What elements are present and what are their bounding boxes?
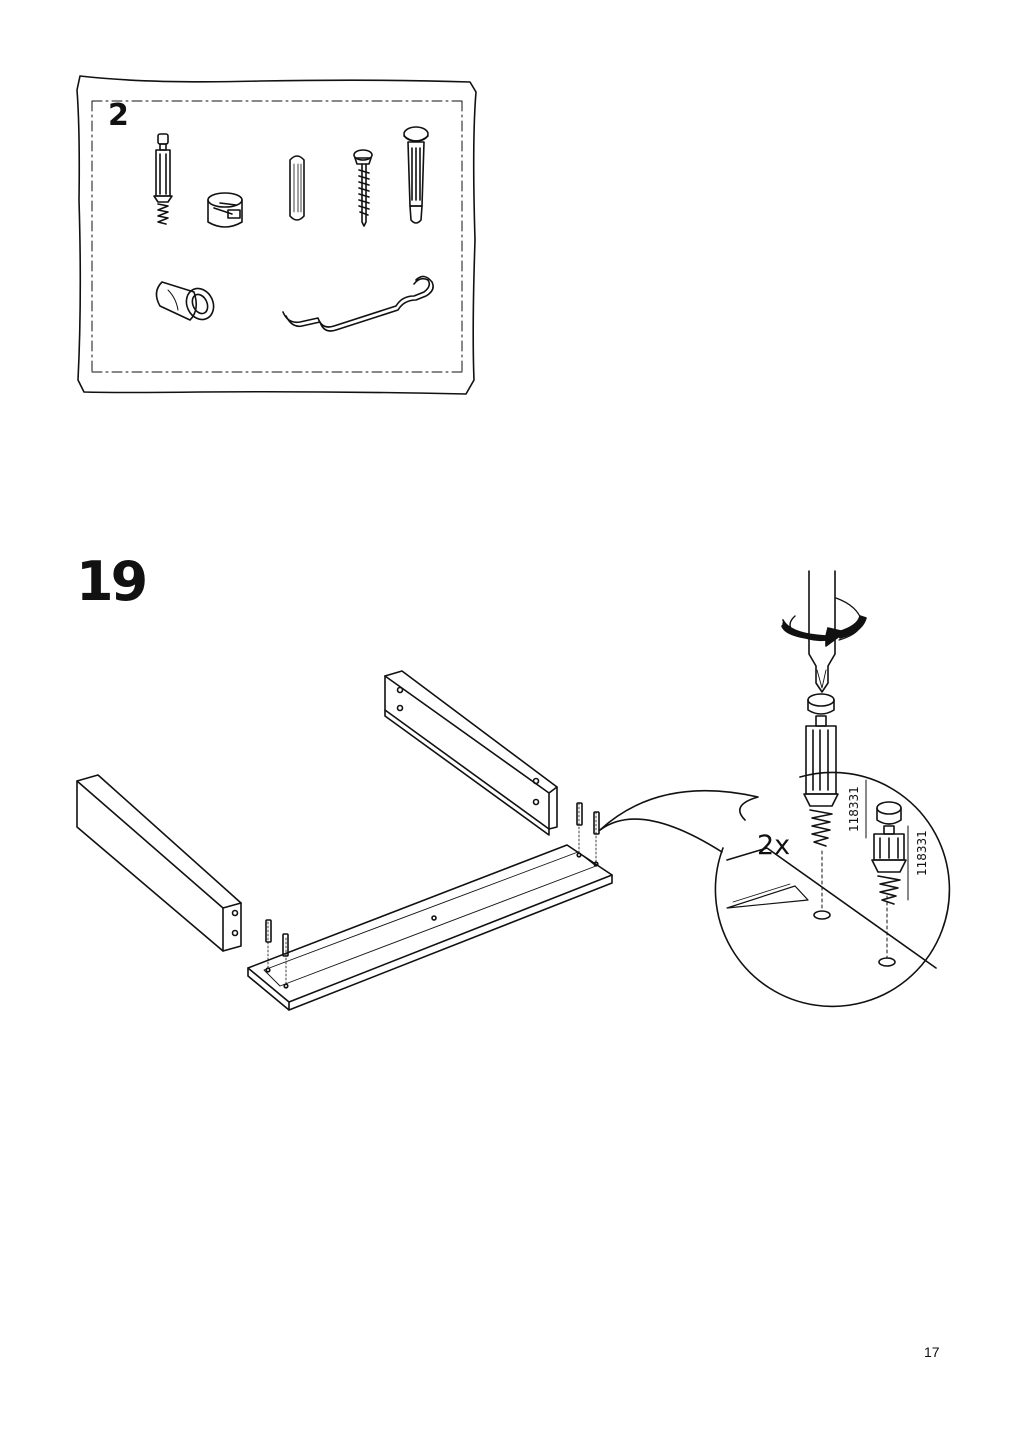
sleeve-icon	[155, 281, 215, 321]
small-cam-bolts	[265, 802, 600, 985]
bottom-board	[247, 844, 613, 1011]
large-cam-bolt-icon	[803, 693, 839, 847]
wooden-dowel-icon	[289, 155, 305, 221]
wall-plug-icon	[403, 126, 429, 224]
detail-callout	[599, 771, 951, 1008]
page-number: 17	[924, 1344, 940, 1360]
part-number-label: 118331	[847, 786, 861, 832]
cam-lock-icon	[207, 192, 243, 228]
cam-bolt-reference-icon	[865, 779, 909, 905]
wood-screw-icon	[353, 149, 373, 227]
quantity-label: 2x	[757, 830, 791, 861]
side-panel-left	[76, 774, 242, 952]
wire-hook-icon	[282, 275, 434, 332]
hardware-bag-number: 2	[108, 98, 129, 133]
side-panel-right	[384, 670, 558, 836]
part-number-label-reference: 118331	[915, 830, 929, 876]
screwdriver-icon	[781, 570, 867, 693]
cam-bolt-icon	[153, 133, 173, 225]
hardware-bag-outline	[76, 75, 477, 395]
step-number: 19	[76, 550, 148, 613]
